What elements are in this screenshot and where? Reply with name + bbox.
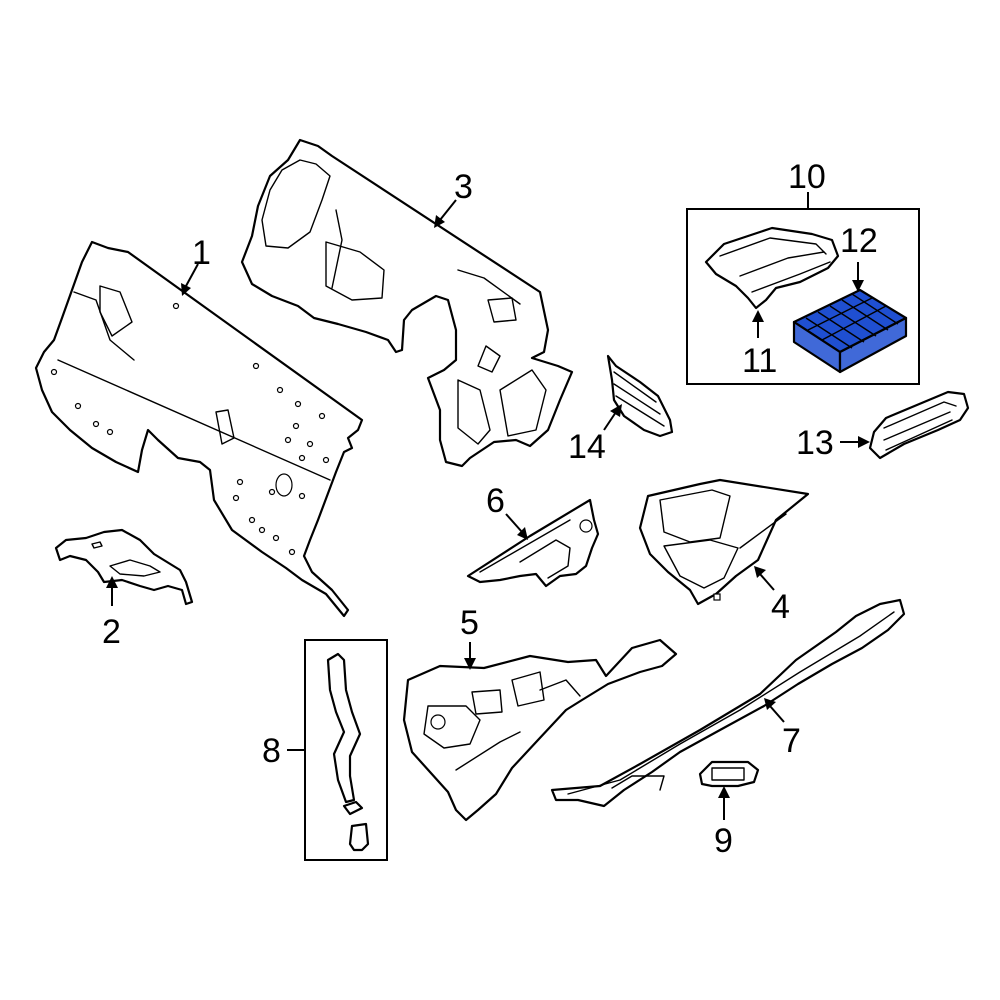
part-11-filter-housing[interactable] xyxy=(704,226,840,310)
leader-7 xyxy=(764,698,785,723)
callout-10: 10 xyxy=(788,158,826,196)
callout-8: 8 xyxy=(262,732,281,770)
callout-11: 11 xyxy=(742,342,777,380)
part-10-filter-assembly-box xyxy=(686,208,920,385)
part-9-clip[interactable] xyxy=(698,760,760,788)
leader-9 xyxy=(718,786,730,820)
part-2-bracket[interactable] xyxy=(54,528,194,606)
callout-14: 14 xyxy=(568,428,606,466)
callout-9: 9 xyxy=(714,822,733,860)
part-5-wheelhouse-panel[interactable] xyxy=(402,638,678,822)
leader-3 xyxy=(434,199,457,228)
callout-3: 3 xyxy=(454,168,473,206)
callout-12: 12 xyxy=(840,222,878,260)
leader-1 xyxy=(181,263,199,296)
part-6-bracket[interactable] xyxy=(466,498,600,588)
part-14-side-panel[interactable] xyxy=(606,354,674,438)
leader-6 xyxy=(505,513,528,540)
callout-13: 13 xyxy=(796,424,834,462)
callout-2: 2 xyxy=(102,613,121,651)
part-12-cabin-air-filter[interactable] xyxy=(792,288,908,374)
callout-7: 7 xyxy=(782,722,801,760)
leader-2 xyxy=(106,576,118,606)
part-3-dash-insulator[interactable] xyxy=(240,138,574,468)
leader-12 xyxy=(852,262,864,292)
leader-4 xyxy=(754,566,775,591)
callout-5: 5 xyxy=(460,604,479,642)
leader-13 xyxy=(840,436,870,448)
part-7-long-rail[interactable] xyxy=(550,598,906,808)
callout-4: 4 xyxy=(771,588,790,626)
callout-1: 1 xyxy=(192,234,211,272)
leader-14 xyxy=(603,404,622,431)
leader-11 xyxy=(752,310,764,338)
leader-5 xyxy=(464,642,476,670)
part-8-drain-hose[interactable] xyxy=(326,652,370,852)
part-13-vent[interactable] xyxy=(868,390,970,460)
callout-6: 6 xyxy=(486,482,505,520)
part-4-housing[interactable] xyxy=(638,478,810,606)
part-1-dash-panel[interactable] xyxy=(34,240,364,618)
